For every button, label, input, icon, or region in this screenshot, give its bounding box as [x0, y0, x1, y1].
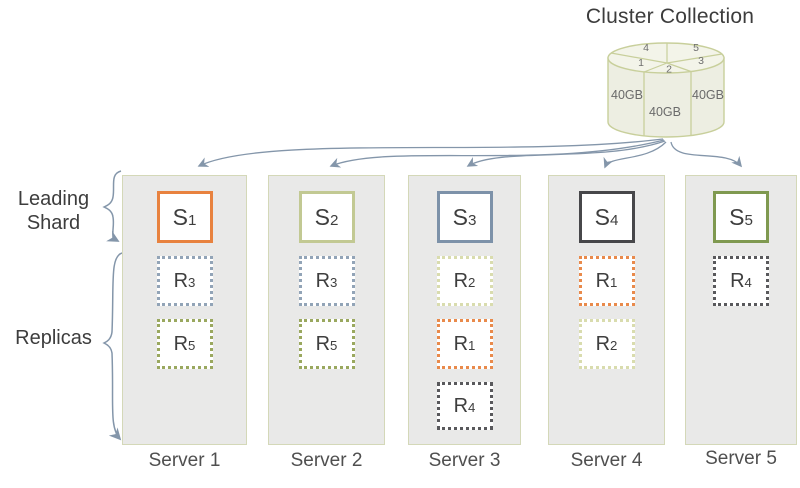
replica-r5-label: R5 [173, 333, 196, 355]
replica-box-r5: R5 [156, 319, 213, 369]
server-4-label: Server 4 [570, 450, 643, 471]
replica-box-r3: R3 [156, 256, 213, 306]
shard-s2-label: S2 [314, 203, 339, 230]
segment-label-4: 4 [643, 42, 649, 54]
shard-s5-label: S5 [729, 203, 753, 230]
replica-box-r2: R2 [436, 256, 493, 306]
size-label-left: 40GB [611, 88, 643, 102]
replica-box-r3: R3 [298, 256, 355, 306]
shard-box-s3: S3 [436, 191, 493, 243]
replica-r1-label: R1 [595, 270, 618, 292]
server-5-column: S5 R4 [685, 175, 797, 445]
replica-r2-label: R2 [453, 270, 476, 292]
server-3-column: S3 R2 R1 R4 [408, 175, 521, 445]
replica-r3-label: R3 [315, 270, 338, 292]
shard-s4-label: S4 [594, 203, 619, 230]
size-label-middle: 40GB [649, 105, 681, 119]
replica-box-r4: R4 [436, 382, 493, 430]
server-1-column: S1 R3 R5 [122, 175, 247, 445]
segment-label-1: 1 [638, 57, 644, 69]
replica-r3-label: R3 [173, 270, 196, 292]
segment-label-2: 2 [666, 64, 672, 76]
replica-box-r2: R2 [578, 319, 635, 369]
arrow-to-server-4 [603, 141, 667, 169]
leading-shard-annotation: Leading Shard [17, 188, 90, 234]
replica-r1-label: R1 [453, 333, 476, 355]
shard-box-s2: S2 [298, 191, 355, 243]
replica-box-r1: R1 [578, 256, 635, 306]
cylinder-pie-dividers [610, 43, 723, 73]
shard-s1-label: S1 [172, 203, 197, 230]
segment-label-5: 5 [693, 42, 699, 54]
shard-s3-label: S3 [452, 203, 477, 230]
segment-label-3: 3 [698, 55, 704, 67]
shard-box-s4: S4 [578, 191, 635, 243]
shard-box-s1: S1 [156, 191, 213, 243]
replicas-brace [102, 252, 123, 441]
server-5-label: Server 5 [705, 448, 777, 469]
diagram-title: Cluster Collection [585, 5, 755, 28]
replica-box-r5: R5 [298, 319, 355, 369]
server-4-column: S4 R1 R2 [548, 175, 665, 445]
replica-box-r1: R1 [436, 319, 493, 369]
arrow-to-server-3 [466, 140, 666, 167]
distribution-arrows [197, 138, 743, 169]
server-2-column: S2 R3 R5 [268, 175, 385, 445]
server-3-label: Server 3 [428, 450, 501, 471]
replicas-annotation: Replicas [15, 327, 92, 349]
arrow-to-server-2 [329, 139, 665, 168]
server-1-label: Server 1 [148, 450, 221, 471]
cluster-cylinder: 1 2 3 4 5 40GB 40GB 40GB [607, 42, 725, 138]
replica-r5-label: R5 [315, 333, 338, 355]
replica-r4-label: R4 [453, 395, 476, 417]
shard-box-s5: S5 [713, 191, 769, 243]
cylinder-top [607, 42, 725, 74]
replica-box-r4: R4 [713, 256, 769, 306]
leading-shard-brace [102, 170, 122, 242]
server-2-label: Server 2 [290, 450, 363, 471]
arrow-to-server-5 [670, 141, 743, 168]
replica-r4-label: R4 [730, 270, 752, 292]
size-label-right: 40GB [692, 88, 724, 102]
cylinder-body [607, 57, 725, 138]
arrow-to-server-1 [197, 138, 664, 167]
annotation-braces [102, 170, 123, 441]
replica-r2-label: R2 [595, 333, 618, 355]
